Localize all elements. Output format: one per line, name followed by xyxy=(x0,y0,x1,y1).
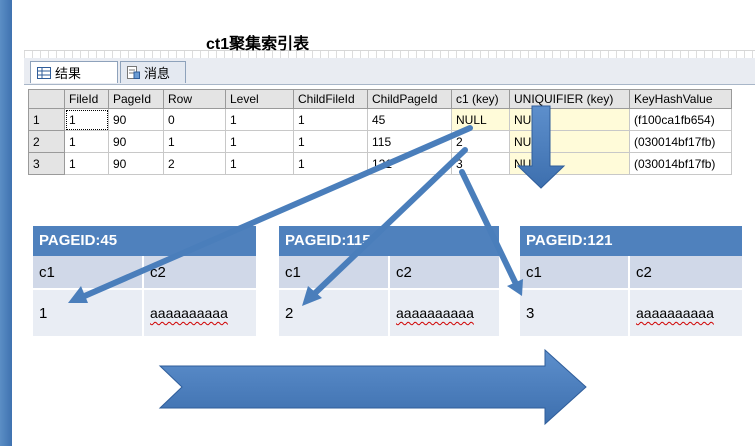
table-cell[interactable]: 1 xyxy=(293,152,368,175)
window-edge xyxy=(0,0,12,446)
page-panel-text: aaaaaaaaaa xyxy=(396,305,474,321)
splitter-bar[interactable] xyxy=(24,50,755,59)
page-panel-col: c2 xyxy=(396,263,412,281)
tab-messages[interactable]: 消息 xyxy=(120,61,186,83)
page-panel-value: aaaaaaaaaa xyxy=(390,290,474,336)
table-cell[interactable]: 90 xyxy=(108,108,164,131)
column-header[interactable]: Row xyxy=(163,89,226,109)
page-panel-value: 2 xyxy=(279,290,390,336)
down-arrow-icon xyxy=(516,105,566,189)
page-panel-121: PAGEID:121 c1 c2 3 aaaaaaaaaa xyxy=(520,226,742,336)
page-panel-data-row: 3 aaaaaaaaaa xyxy=(520,290,742,336)
page-panel-text: aaaaaaaaaa xyxy=(150,305,228,321)
page-panel-header-row: c1 c2 xyxy=(279,256,499,290)
table-cell[interactable]: 1 xyxy=(225,152,294,175)
page-panel-title: PAGEID:45 xyxy=(33,226,256,256)
page-panel-115: PAGEID:115 c1 c2 2 aaaaaaaaaa xyxy=(279,226,499,336)
table-header-row: FileId PageId Row Level ChildFileId Chil… xyxy=(28,89,732,109)
page-panel-value: aaaaaaaaaa xyxy=(630,290,714,336)
column-header[interactable]: Level xyxy=(225,89,294,109)
page-title: ct1聚集索引表 xyxy=(206,36,310,53)
right-arrow-icon xyxy=(158,348,587,426)
page-panel-header-row: c1 c2 xyxy=(520,256,742,290)
table-cell[interactable]: (030014bf17fb) xyxy=(629,152,732,175)
pointer-arrow-to-page-121 xyxy=(459,169,523,296)
column-header[interactable]: KeyHashValue xyxy=(629,89,732,109)
table-row[interactable]: 1 1 90 0 1 1 45 NULL NULL (f100ca1fb654) xyxy=(28,108,732,131)
page-panel-text: aaaaaaaaaa xyxy=(636,305,714,321)
page-panel-col: c1 xyxy=(520,256,630,288)
page-panel-data-row: 2 aaaaaaaaaa xyxy=(279,290,499,336)
page-panel-col: c1 xyxy=(279,256,390,288)
page-panel-value: 1 xyxy=(33,290,144,336)
column-header[interactable]: c1 (key) xyxy=(451,89,510,109)
page-panel-value: aaaaaaaaaa xyxy=(144,290,228,336)
page-panel-title: PAGEID:115 xyxy=(279,226,499,256)
results-tabbar: 结果 消息 xyxy=(24,58,755,85)
page-panel-data-row: 1 aaaaaaaaaa xyxy=(33,290,256,336)
pointer-arrow-to-page-115 xyxy=(302,147,468,306)
tab-results[interactable]: 结果 xyxy=(30,61,118,83)
column-header[interactable]: ChildPageId xyxy=(367,89,452,109)
tab-results-label: 结果 xyxy=(55,66,82,81)
page-panel-value: 3 xyxy=(520,290,630,336)
page-panel-title: PAGEID:121 xyxy=(520,226,742,256)
table-cell[interactable]: NULL xyxy=(451,108,510,131)
pointer-arrow-to-page-45 xyxy=(68,125,473,303)
tab-messages-label: 消息 xyxy=(144,66,171,81)
column-header[interactable]: ChildFileId xyxy=(293,89,368,109)
row-number[interactable]: 3 xyxy=(28,152,65,175)
column-header[interactable]: PageId xyxy=(108,89,164,109)
messages-icon xyxy=(127,66,140,79)
row-number[interactable]: 1 xyxy=(28,108,65,131)
grid-icon xyxy=(37,66,51,79)
page-panel-col: c2 xyxy=(636,263,652,281)
column-header[interactable]: UNIQUIFIER (key) xyxy=(509,89,630,109)
column-header[interactable] xyxy=(28,89,65,109)
column-header[interactable]: FileId xyxy=(64,89,109,109)
